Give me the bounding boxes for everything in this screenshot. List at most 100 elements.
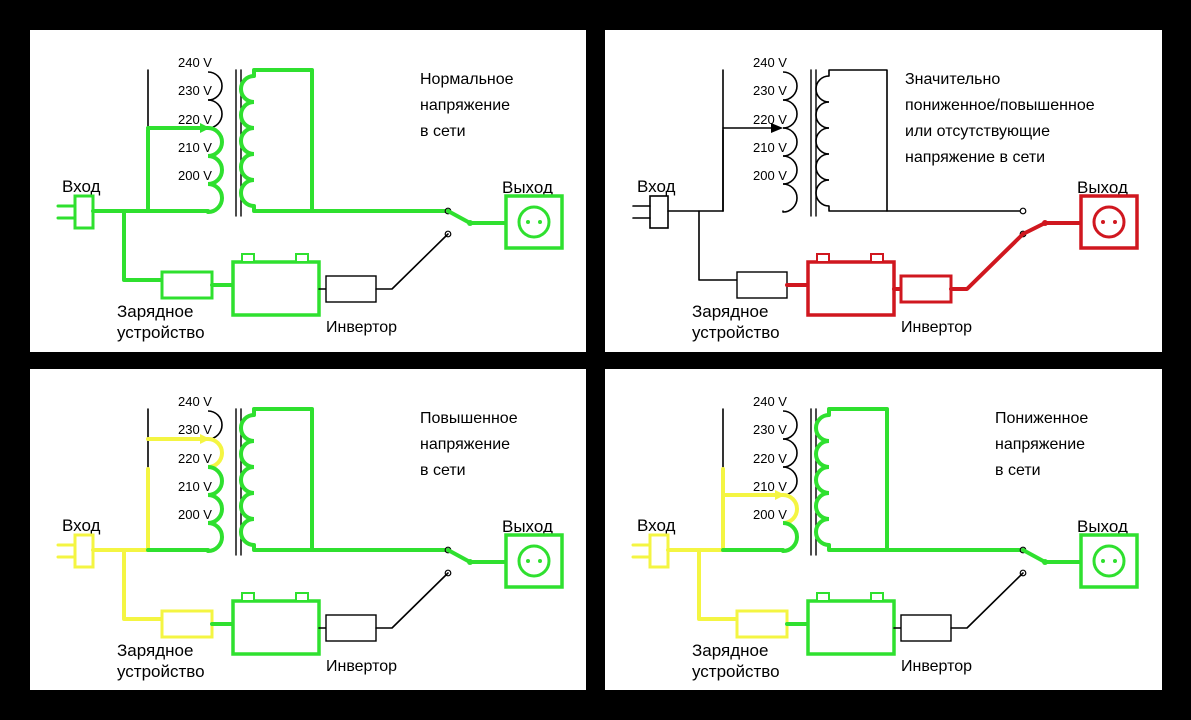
input-plug-icon: [649, 195, 669, 229]
output-socket-icon: [504, 533, 564, 589]
tap-label: 200 V: [178, 168, 212, 183]
tap-label: 210 V: [753, 140, 787, 155]
socket-face: [517, 205, 551, 239]
battery-box: [231, 599, 321, 656]
charger-label-line2: устройство: [117, 323, 205, 342]
secondary-coil-loop: [239, 178, 255, 208]
charger-label-line1: Зарядное: [692, 641, 768, 660]
secondary-return-wire: [827, 543, 889, 552]
tap-label: 210 V: [178, 140, 212, 155]
tap-label: 240 V: [178, 55, 212, 70]
caption-line: Повышенное: [420, 410, 518, 427]
socket-hole: [538, 559, 542, 563]
battery-terminal: [816, 592, 830, 602]
panel-normal: ВходВыходЗарядноеустройствоБатареяИнверт…: [30, 30, 586, 352]
socket-face: [517, 544, 551, 578]
inverter-output-wire: [375, 572, 449, 629]
battery-terminal: [870, 253, 884, 263]
secondary-coil-loop: [815, 75, 830, 103]
socket-face: [1092, 205, 1126, 239]
battery-box: [806, 260, 896, 317]
charger-label-line2: устройство: [692, 323, 780, 342]
battery-terminal: [241, 253, 255, 263]
socket-face: [1092, 544, 1126, 578]
inverter-label: Инвертор: [901, 658, 972, 675]
secondary-coil-loop: [815, 101, 830, 129]
charger-label-line1: Зарядное: [117, 641, 193, 660]
switch-pivot: [1042, 559, 1048, 565]
tap-arrow-icon: [771, 123, 783, 133]
battery-box: [806, 599, 896, 656]
caption-line: напряжение в сети: [905, 149, 1045, 166]
primary-coil-loop: [782, 438, 798, 468]
battery-terminal: [870, 592, 884, 602]
secondary-coil-loop: [239, 517, 255, 547]
battery-terminal: [241, 592, 255, 602]
battery-terminal: [295, 253, 309, 263]
charger-box: [160, 609, 214, 639]
primary-coil-loop: [782, 410, 798, 440]
tap-label: 230 V: [753, 422, 787, 437]
charger-feed-wire: [697, 548, 739, 621]
inverter-box: [325, 275, 377, 303]
caption-line: в сети: [420, 123, 466, 140]
panel-abnormal: ВходВыходЗарядноеустройствоБатареяИнверт…: [605, 30, 1162, 352]
tap-label: 230 V: [178, 422, 212, 437]
caption-line: в сети: [995, 462, 1041, 479]
tap-arrow-icon: [200, 434, 210, 444]
output-label: Выход: [502, 178, 553, 197]
primary-coil-loop: [207, 71, 223, 101]
active-coil-loop: [782, 521, 799, 553]
secondary-return-wire: [828, 205, 888, 212]
inverter-box: [899, 274, 953, 304]
inverter-label: Инвертор: [326, 658, 397, 675]
primary-return-wire: [721, 548, 785, 553]
inverter-label: Инвертор: [901, 319, 972, 336]
caption-line: пониженное/повышенное: [905, 97, 1095, 114]
tap-label: 220 V: [178, 112, 212, 127]
secondary-output-wire: [827, 407, 1022, 552]
secondary-output-wire: [252, 407, 447, 552]
socket-hole: [1113, 220, 1117, 224]
tap-label: 220 V: [753, 451, 787, 466]
primary-coil-loop: [782, 183, 798, 213]
tap-label: 200 V: [753, 507, 787, 522]
battery-box: [231, 260, 321, 317]
tap-label: 230 V: [178, 83, 212, 98]
charger-label-line2: устройство: [692, 662, 780, 681]
input-label: Вход: [637, 516, 676, 535]
battery-terminal: [816, 253, 830, 263]
secondary-return-wire: [252, 543, 314, 552]
tap-arrow-icon: [200, 123, 210, 133]
secondary-output-wire: [828, 69, 1021, 212]
charger-feed-wire: [122, 548, 164, 621]
switch-pivot: [467, 220, 473, 226]
switch-contact-mains: [1019, 207, 1027, 215]
tap-label: 210 V: [753, 479, 787, 494]
secondary-return-wire: [252, 204, 314, 213]
charger-label-line1: Зарядное: [692, 302, 768, 321]
socket-hole: [1101, 220, 1105, 224]
caption-line: Пониженное: [995, 410, 1088, 427]
caption-line: Значительно: [905, 71, 1000, 88]
tap-label: 240 V: [753, 394, 787, 409]
caption-line: или отсутствующие: [905, 123, 1050, 140]
secondary-coil-loop: [814, 517, 830, 547]
input-label: Вход: [62, 516, 101, 535]
caption-line: Нормальное: [420, 71, 514, 88]
charger-feed-wire: [698, 210, 738, 281]
inverter-output-wire: [949, 232, 1025, 291]
secondary-coil-loop: [815, 179, 830, 207]
inverter-box: [900, 614, 952, 642]
caption-line: напряжение: [420, 436, 510, 453]
tap-label: 200 V: [178, 507, 212, 522]
socket-hole: [1101, 559, 1105, 563]
socket-hole: [526, 220, 530, 224]
inverter-label: Инвертор: [326, 319, 397, 336]
charger-box: [735, 609, 789, 639]
secondary-coil-loop: [815, 153, 830, 181]
panel-low: ВходВыходЗарядноеустройствоБатареяИнверт…: [605, 369, 1162, 690]
caption-line: напряжение: [420, 97, 510, 114]
caption-line: в сети: [420, 462, 466, 479]
